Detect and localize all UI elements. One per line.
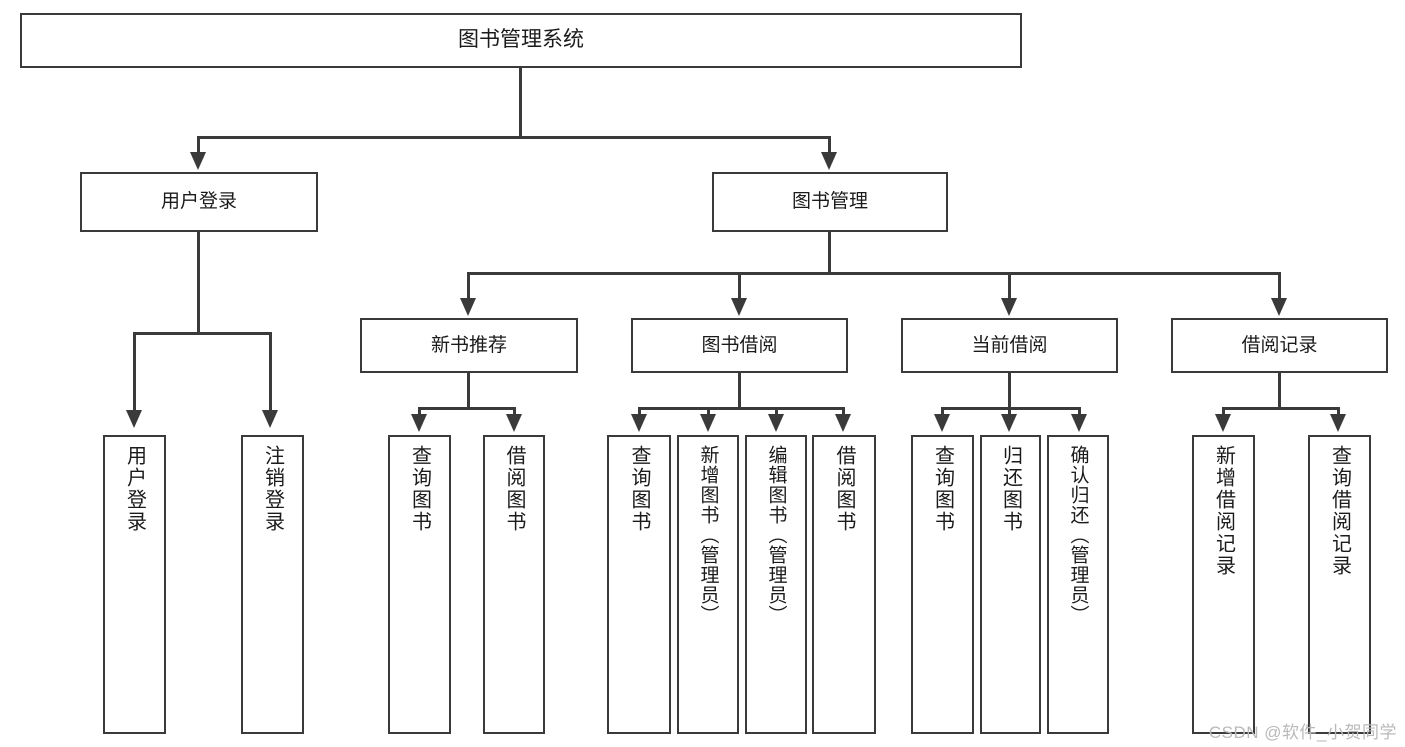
node-label: 借阅图书	[503, 445, 525, 533]
node-label: 确认归还（管理员）	[1067, 445, 1089, 625]
node-label: 归还图书	[999, 445, 1022, 533]
connector-to-borrow-record	[1278, 272, 1281, 304]
node-label: 查询图书	[408, 445, 431, 533]
connector-user-login-bus	[133, 332, 272, 335]
node-label: 新增借阅记录	[1212, 445, 1235, 577]
node-label: 借阅图书	[833, 445, 855, 533]
leaf-book-borrow-edit[interactable]: 编辑图书（管理员）	[745, 435, 807, 734]
node-current-borrow[interactable]: 当前借阅	[901, 318, 1118, 373]
arrowhead-user-login-2	[262, 410, 278, 428]
arrowhead-current-borrow-2	[1001, 414, 1017, 432]
connector-user-login-stem	[197, 232, 200, 334]
node-label: 用户登录	[160, 191, 237, 213]
arrowhead-to-book-borrow	[731, 298, 747, 316]
connector-level2-bus	[197, 136, 831, 139]
leaf-current-borrow-query[interactable]: 查询图书	[911, 435, 974, 734]
arrowhead-to-user-login	[190, 152, 206, 170]
arrowhead-current-borrow-1	[934, 414, 950, 432]
node-label: 借阅记录	[1241, 334, 1318, 356]
leaf-book-borrow-borrow[interactable]: 借阅图书	[812, 435, 876, 734]
csdn-watermark: CSDN @软件_小贺同学	[1208, 723, 1397, 742]
node-book-borrow[interactable]: 图书借阅	[631, 318, 848, 373]
node-label: 图书管理系统	[458, 28, 584, 52]
connector-to-book-manage	[828, 136, 831, 160]
connector-user-login-drop-2	[269, 332, 272, 414]
connector-borrow-record-stem	[1278, 373, 1281, 409]
node-label: 查询图书	[628, 445, 650, 533]
leaf-current-borrow-return[interactable]: 归还图书	[980, 435, 1041, 734]
leaf-new-book-borrow[interactable]: 借阅图书	[483, 435, 545, 734]
arrowhead-book-borrow-3	[768, 414, 784, 432]
node-label: 注销登录	[261, 445, 284, 533]
leaf-borrow-record-query[interactable]: 查询借阅记录	[1308, 435, 1371, 734]
node-borrow-record[interactable]: 借阅记录	[1171, 318, 1388, 373]
arrowhead-book-borrow-1	[631, 414, 647, 432]
node-label: 新增图书（管理员）	[697, 445, 719, 625]
connector-user-login-drop-1	[133, 332, 136, 414]
node-label: 用户登录	[123, 445, 146, 533]
arrowhead-to-current-borrow	[1001, 298, 1017, 316]
node-root-system[interactable]: 图书管理系统	[20, 13, 1022, 68]
arrowhead-to-book-manage	[821, 152, 837, 170]
node-label: 编辑图书（管理员）	[765, 445, 787, 625]
leaf-user-login-login[interactable]: 用户登录	[103, 435, 166, 734]
node-label: 查询借阅记录	[1328, 445, 1351, 577]
leaf-user-login-logout[interactable]: 注销登录	[241, 435, 304, 734]
connector-book-borrow-bus	[638, 407, 845, 410]
arrowhead-book-borrow-4	[835, 414, 851, 432]
node-label: 图书管理	[791, 191, 868, 213]
connector-to-book-borrow	[738, 272, 741, 304]
arrowhead-borrow-record-1	[1215, 414, 1231, 432]
arrowhead-book-borrow-2	[700, 414, 716, 432]
connector-current-borrow-bus	[941, 407, 1081, 410]
leaf-book-borrow-add[interactable]: 新增图书（管理员）	[677, 435, 739, 734]
arrowhead-to-borrow-record	[1271, 298, 1287, 316]
node-user-login[interactable]: 用户登录	[80, 172, 318, 232]
connector-borrow-record-bus	[1222, 407, 1340, 410]
connector-new-book-stem	[467, 373, 470, 409]
arrowhead-user-login-1	[126, 410, 142, 428]
leaf-new-book-query[interactable]: 查询图书	[388, 435, 451, 734]
leaf-book-borrow-query[interactable]: 查询图书	[607, 435, 671, 734]
node-label: 查询图书	[931, 445, 954, 533]
connector-level3-bus	[467, 272, 1280, 275]
arrowhead-new-book-1	[411, 414, 427, 432]
connector-book-borrow-stem	[738, 373, 741, 409]
connector-to-new-book	[467, 272, 470, 304]
leaf-borrow-record-add[interactable]: 新增借阅记录	[1192, 435, 1255, 734]
node-label: 新书推荐	[430, 334, 507, 356]
node-label: 当前借阅	[971, 334, 1048, 356]
connector-new-book-bus	[418, 407, 516, 410]
connector-book-manage-stem	[828, 232, 831, 274]
connector-root-stem	[519, 68, 522, 138]
leaf-current-borrow-confirm[interactable]: 确认归还（管理员）	[1047, 435, 1109, 734]
connector-current-borrow-stem	[1008, 373, 1011, 409]
connector-to-current-borrow	[1008, 272, 1011, 304]
arrowhead-to-new-book	[460, 298, 476, 316]
node-new-book-recommend[interactable]: 新书推荐	[360, 318, 578, 373]
arrowhead-new-book-2	[506, 414, 522, 432]
connector-to-user-login	[197, 136, 200, 160]
arrowhead-borrow-record-2	[1330, 414, 1346, 432]
arrowhead-current-borrow-3	[1071, 414, 1087, 432]
node-book-manage[interactable]: 图书管理	[712, 172, 948, 232]
node-label: 图书借阅	[701, 334, 778, 356]
